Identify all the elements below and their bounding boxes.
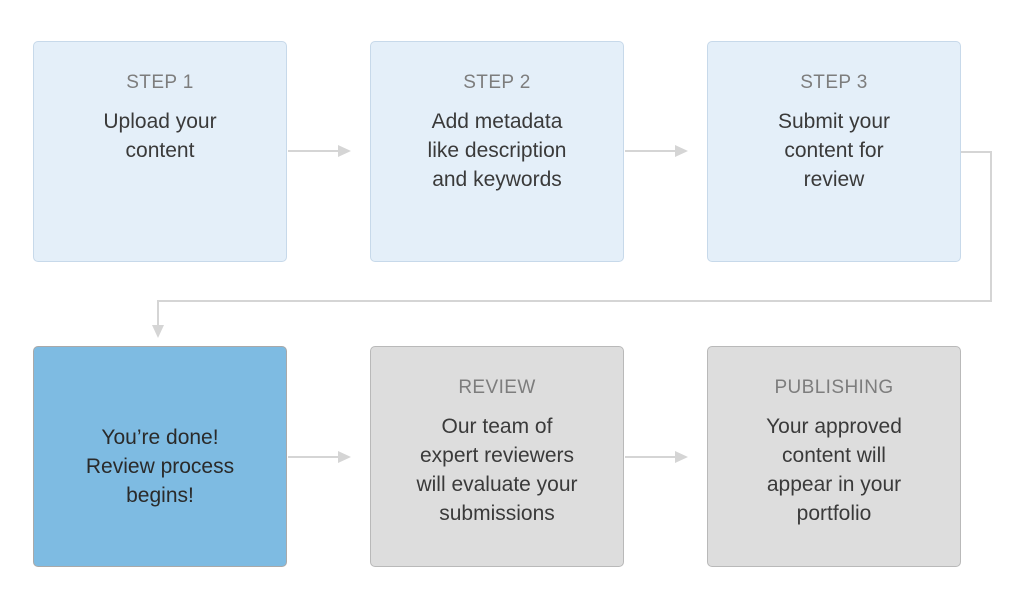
step-2-text: Add metadata like description and keywor…	[427, 110, 567, 191]
arrow-step3-done	[157, 151, 992, 327]
done-box: You’re done! Review process begins!	[33, 346, 287, 567]
step-3-box: STEP 3 Submit your content for review	[707, 41, 961, 262]
arrowhead-done	[152, 325, 164, 338]
arrowhead-step3	[675, 145, 688, 157]
publishing-box: PUBLISHING Your approved content will ap…	[707, 346, 961, 567]
publishing-label: PUBLISHING	[774, 377, 894, 398]
arrowhead-step2	[338, 145, 351, 157]
step-3-label: STEP 3	[800, 72, 868, 93]
done-text: You’re done! Review process begins!	[85, 426, 235, 507]
arrowhead-publishing	[675, 451, 688, 463]
step-1-text: Upload your content	[103, 110, 217, 162]
step-2-box: STEP 2 Add metadata like description and…	[370, 41, 624, 262]
review-label: REVIEW	[458, 377, 536, 398]
arrowhead-review	[338, 451, 351, 463]
step-1-label: STEP 1	[126, 72, 194, 93]
review-box: REVIEW Our team of expert reviewers will…	[370, 346, 624, 567]
step-3-text: Submit your content for review	[777, 110, 891, 191]
review-text: Our team of expert reviewers will evalua…	[416, 415, 578, 525]
publishing-text: Your approved content will appear in you…	[766, 415, 902, 525]
step-2-label: STEP 2	[463, 72, 531, 93]
step-1-box: STEP 1 Upload your content	[33, 41, 287, 262]
